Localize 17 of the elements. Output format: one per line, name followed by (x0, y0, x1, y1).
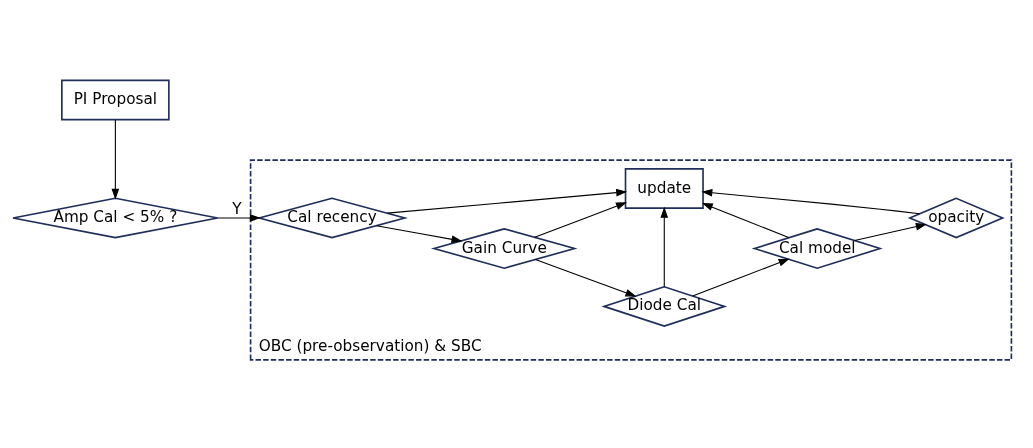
arrow (534, 201, 627, 238)
node-diamond: Amp Cal < 5% ? (12, 196, 219, 238)
arrow (217, 213, 261, 222)
arrow (701, 202, 790, 238)
arrow (692, 258, 790, 296)
node-diamond: Gain Curve (430, 227, 578, 269)
arrow (534, 258, 637, 297)
arrow (375, 224, 463, 243)
arrow (660, 206, 669, 287)
arrow (386, 188, 628, 214)
node-box: PI Proposal (61, 79, 170, 120)
arrow (111, 118, 120, 200)
node-diamond: opacity (907, 196, 1005, 238)
arrow (854, 222, 927, 241)
arrow (701, 188, 921, 214)
node-box: update (624, 167, 704, 209)
edge-label: Y (232, 199, 242, 218)
